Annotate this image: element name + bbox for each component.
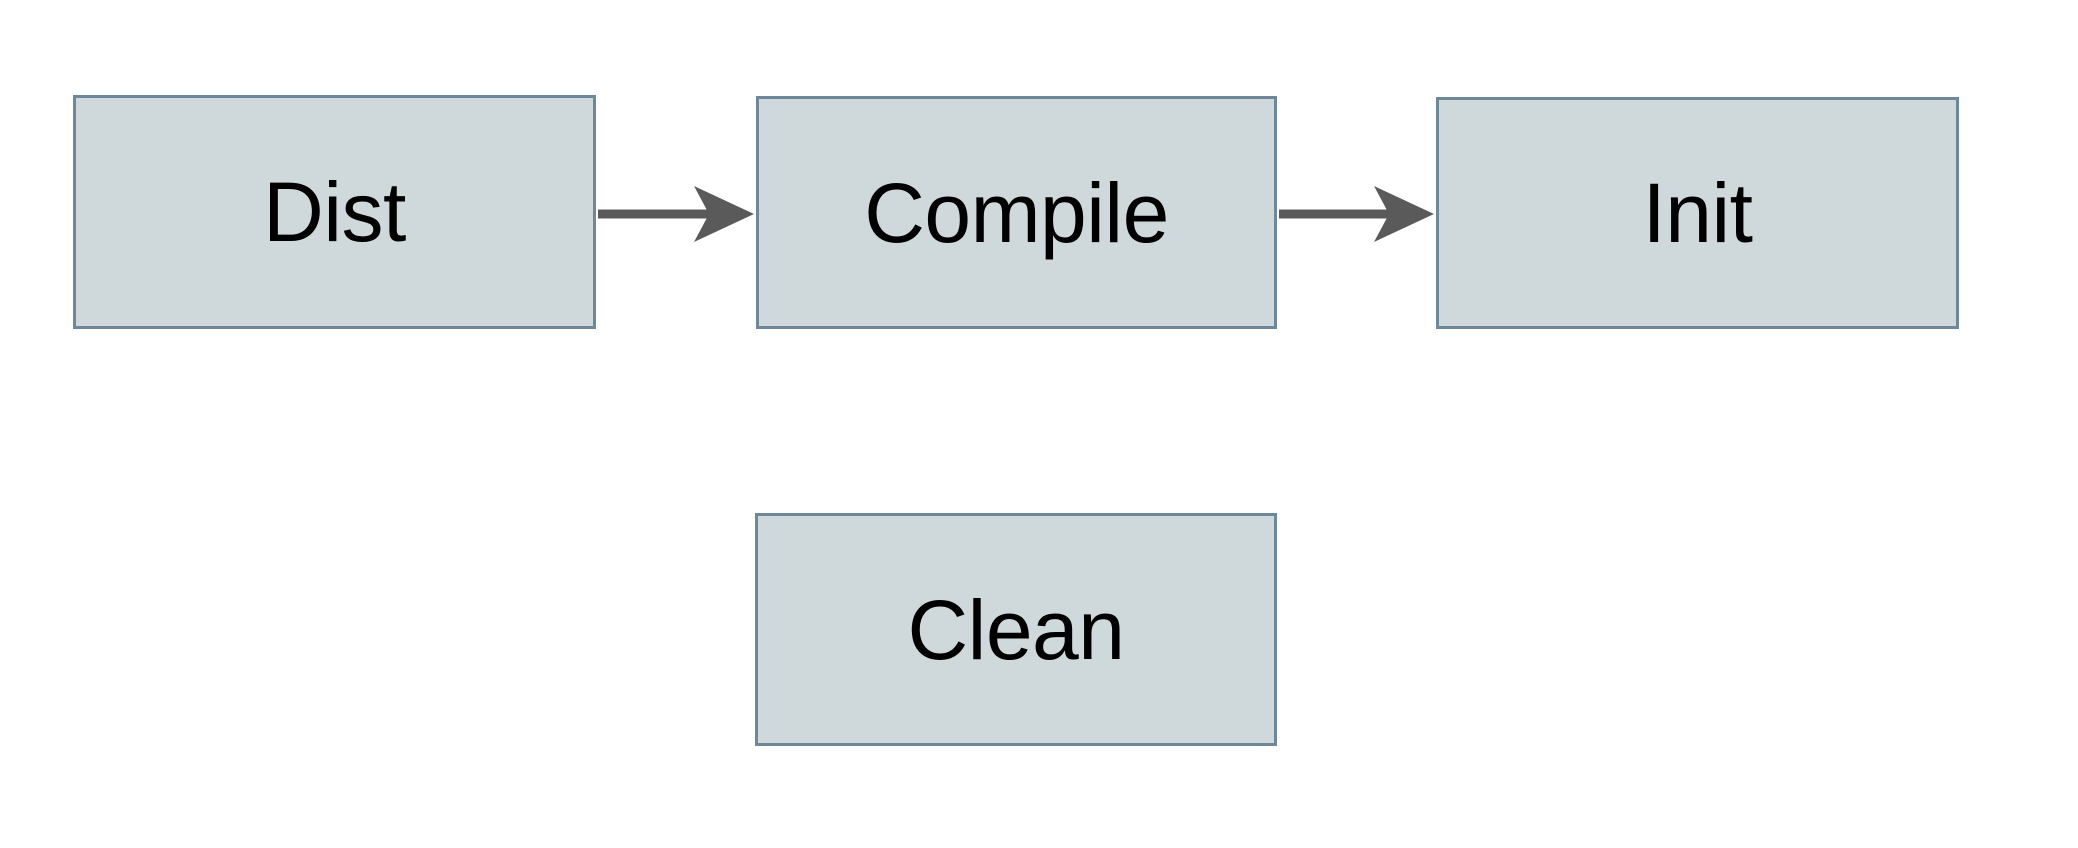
arrowhead-icon (694, 186, 754, 242)
node-init[interactable]: Init (1436, 97, 1959, 329)
node-label: Clean (907, 582, 1125, 677)
edge-dist-to-compile[interactable] (598, 186, 754, 242)
node-label: Init (1642, 166, 1753, 260)
node-dist[interactable]: Dist (73, 95, 596, 329)
node-label: Compile (864, 165, 1169, 260)
node-compile[interactable]: Compile (756, 96, 1277, 329)
node-label: Dist (263, 165, 406, 259)
arrowhead-icon (1374, 186, 1434, 242)
edge-compile-to-init[interactable] (1279, 186, 1434, 242)
node-clean[interactable]: Clean (755, 513, 1277, 746)
